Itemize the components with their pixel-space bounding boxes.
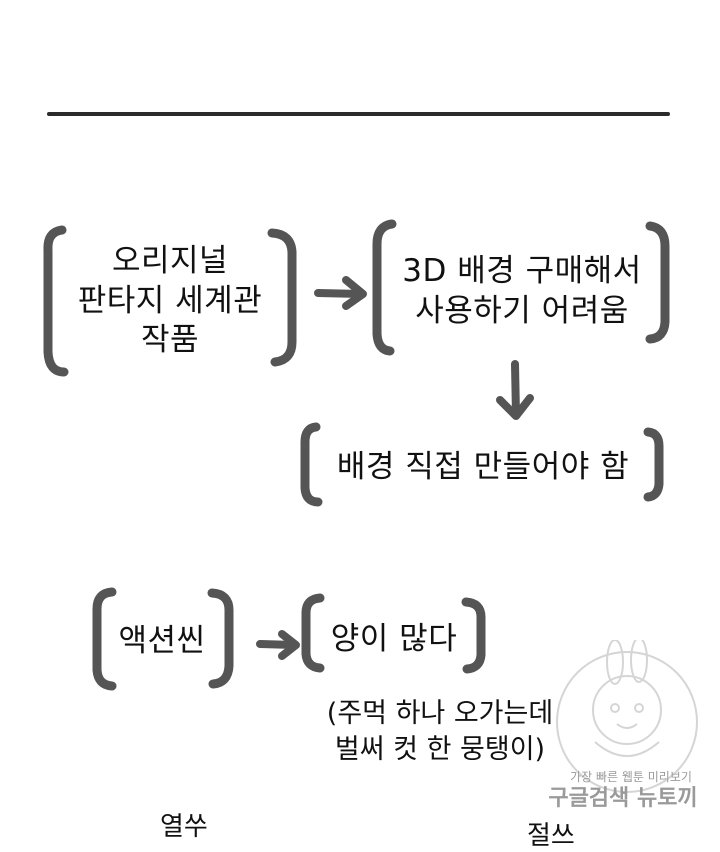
box2-line-2: 사용하기 어려움 <box>415 292 629 329</box>
bottom-word-left: 열쑤 <box>160 812 208 842</box>
note-line-2: 벌써 컷 한 뭉탱이) <box>334 734 546 766</box>
watermark-bunny-logo <box>556 640 698 793</box>
parenthetical-note: (주먹 하나 오가는데 벌써 컷 한 뭉탱이) <box>300 696 580 769</box>
box3-line-1: 배경 직접 만들어야 함 <box>336 449 630 485</box>
arrow-down-1 <box>511 360 520 419</box>
box4-right-bracket <box>207 588 234 689</box>
box1-line-1: 오리지널 <box>111 243 229 279</box>
box-original-fantasy: 오리지널 판타지 세계관 작품 <box>70 242 270 361</box>
box-large-volume: 양이 많다 <box>318 620 470 660</box>
box2-line-1: 3D 배경 구매해서 <box>402 253 642 289</box>
watermark-title: 구글검색 뉴토끼 <box>548 786 698 811</box>
arrow-right-2 <box>256 640 299 649</box>
note-line-1: (주먹 하나 오가는데 <box>326 698 554 729</box>
watermark-tagline: 가장 빠른 웹툰 미리보기 <box>570 770 692 784</box>
box3-right-bracket <box>643 427 664 502</box>
box1-line-3: 작품 <box>140 322 200 359</box>
bottom-word-right: 절쓰 <box>527 821 575 851</box>
box4-text: 액션씬 <box>118 623 206 659</box>
arrow-right-1 <box>314 289 366 298</box>
box5-text: 양이 많다 <box>330 621 458 657</box>
box-make-background: 배경 직접 만들어야 함 <box>318 448 648 488</box>
box3-left-bracket <box>300 422 323 507</box>
box1-left-bracket <box>43 225 69 377</box>
box-action-scene: 액션씬 <box>110 622 214 662</box>
box-3d-background: 3D 배경 구매해서 사용하기 어려움 <box>390 252 654 331</box>
horizontal-divider <box>47 112 670 116</box>
box1-line-2: 판타지 세계관 <box>77 282 263 319</box>
box1-right-bracket <box>267 228 297 367</box>
